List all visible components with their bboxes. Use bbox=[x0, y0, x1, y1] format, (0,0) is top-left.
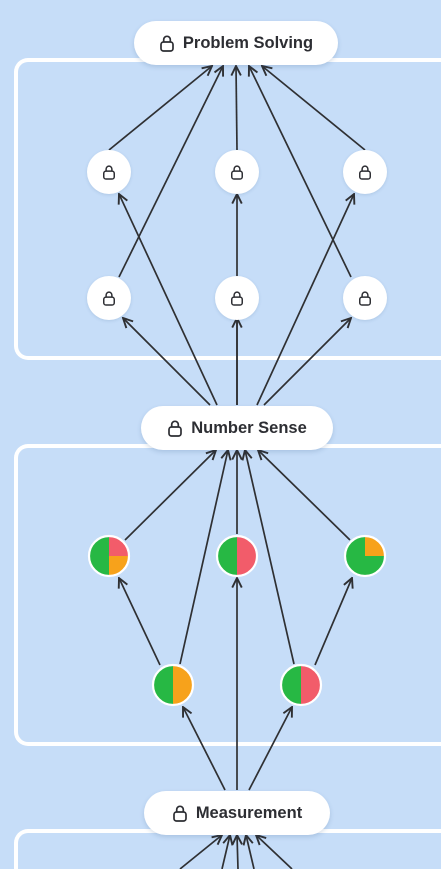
dependency-arrow bbox=[221, 835, 230, 869]
lock-icon bbox=[159, 34, 175, 52]
dependency-arrow bbox=[119, 194, 218, 406]
pie-slice-in-progress bbox=[109, 556, 129, 576]
pie-slice-mastered bbox=[217, 536, 237, 576]
pie-slice-mastered bbox=[345, 536, 385, 576]
lock-icon bbox=[359, 165, 371, 180]
pie-outline bbox=[87, 534, 131, 578]
lock-icon bbox=[231, 165, 243, 180]
pie-outline bbox=[279, 663, 323, 707]
section-title: Problem Solving bbox=[182, 33, 314, 52]
pie-slice-mastered bbox=[89, 536, 109, 576]
pie-outline bbox=[151, 663, 195, 707]
section-header-number-sense[interactable]: Number Sense bbox=[141, 406, 333, 450]
pie-slice-in-progress bbox=[365, 536, 385, 556]
lock-icon bbox=[172, 804, 188, 822]
pie-outline bbox=[215, 534, 259, 578]
lock-icon bbox=[167, 419, 183, 437]
dependency-arrow bbox=[108, 66, 212, 151]
lock-icon bbox=[231, 291, 243, 306]
dependency-arrow bbox=[123, 318, 211, 406]
lock-icon bbox=[103, 291, 115, 306]
locked-skill-node[interactable] bbox=[343, 276, 387, 320]
dependency-arrow bbox=[118, 66, 223, 278]
dependency-arrow bbox=[258, 450, 351, 541]
pie-slice-struggling bbox=[109, 536, 129, 556]
dependency-arrow bbox=[262, 66, 366, 151]
dependency-arrow bbox=[249, 66, 352, 278]
dependency-arrow bbox=[237, 835, 238, 869]
pie-slice-mastered bbox=[153, 665, 173, 705]
locked-skill-node[interactable] bbox=[215, 276, 259, 320]
skill-progress-node[interactable] bbox=[279, 663, 323, 707]
skill-progress-node[interactable] bbox=[87, 534, 131, 578]
pie-slice-mastered bbox=[281, 665, 301, 705]
dependency-arrow bbox=[179, 835, 222, 869]
locked-skill-node[interactable] bbox=[215, 150, 259, 194]
pie-outline bbox=[343, 534, 387, 578]
pie-slice-struggling bbox=[237, 536, 257, 576]
dependency-arrow bbox=[246, 835, 255, 869]
dependency-arrow bbox=[314, 578, 352, 666]
dependency-arrow bbox=[256, 835, 293, 869]
dependency-arrow bbox=[263, 318, 351, 406]
section-header-problem-solving[interactable]: Problem Solving bbox=[134, 21, 338, 65]
dependency-arrow bbox=[245, 450, 295, 665]
locked-skill-node[interactable] bbox=[87, 276, 131, 320]
skill-progress-node[interactable] bbox=[151, 663, 195, 707]
dependency-arrow bbox=[124, 450, 216, 541]
dependency-arrow bbox=[236, 66, 237, 151]
section-header-measurement[interactable]: Measurement bbox=[144, 791, 330, 835]
skill-progress-node[interactable] bbox=[215, 534, 259, 578]
locked-skill-node[interactable] bbox=[87, 150, 131, 194]
dependency-arrow bbox=[248, 707, 292, 791]
pie-slice-struggling bbox=[301, 665, 321, 705]
locked-skill-node[interactable] bbox=[343, 150, 387, 194]
section-title: Number Sense bbox=[191, 418, 307, 437]
pie-slice-in-progress bbox=[173, 665, 193, 705]
section-title: Measurement bbox=[195, 803, 303, 822]
dependency-arrow bbox=[183, 707, 226, 791]
dependency-arrow bbox=[119, 578, 161, 666]
lock-icon bbox=[103, 165, 115, 180]
skill-progress-node[interactable] bbox=[343, 534, 387, 578]
dependency-arrow bbox=[179, 450, 228, 665]
dependency-arrow bbox=[256, 194, 354, 406]
lock-icon bbox=[359, 291, 371, 306]
